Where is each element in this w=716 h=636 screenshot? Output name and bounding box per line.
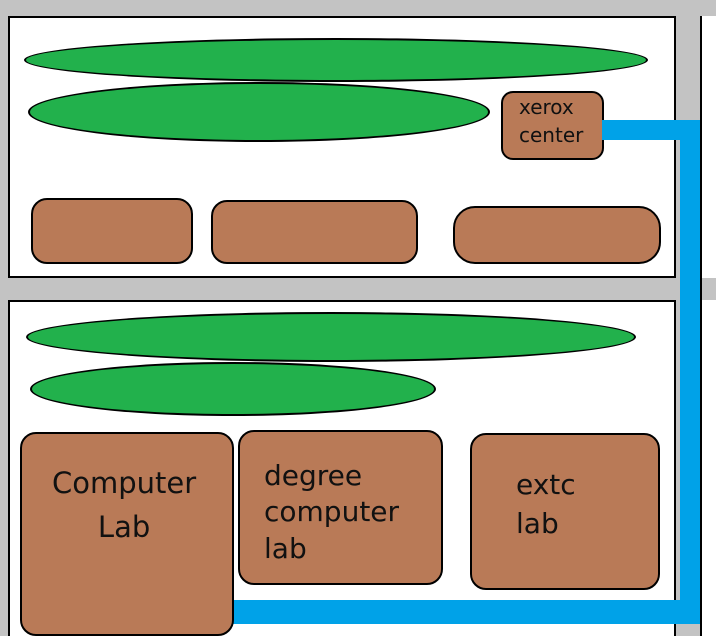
wall-line [10, 300, 676, 302]
wall-line [700, 16, 702, 636]
degree-computer-lab-label: degree computer lab [264, 459, 400, 565]
computer-lab-label: Computer Lab [52, 466, 197, 544]
path-vertical [680, 120, 700, 624]
path-bottom [230, 600, 700, 624]
green-block-bottom-2 [30, 362, 436, 416]
computer-lab-room: Computer Lab [20, 432, 234, 636]
wall-line [8, 300, 10, 636]
wall-line [10, 16, 676, 18]
xerox-center-room: xerox center [501, 91, 604, 160]
green-block-bottom-1 [26, 312, 636, 362]
room-top-2 [211, 200, 418, 264]
extc-lab-room: extc lab [470, 433, 660, 590]
green-block-top-2 [28, 82, 490, 142]
path-to-xerox [602, 120, 700, 140]
wall-line [674, 16, 676, 278]
wall-line [674, 300, 676, 636]
top-corridor [0, 0, 716, 16]
degree-computer-lab-room: degree computer lab [238, 430, 443, 585]
room-top-1 [31, 198, 193, 264]
left-corridor [0, 0, 10, 636]
xerox-center-label: xerox center [519, 95, 584, 147]
room-top-3 [453, 206, 661, 264]
extc-lab-label: extc lab [516, 468, 576, 541]
middle-corridor [0, 278, 716, 300]
wall-line [8, 16, 10, 278]
wall-line [10, 276, 676, 278]
green-block-top-1 [24, 38, 648, 82]
